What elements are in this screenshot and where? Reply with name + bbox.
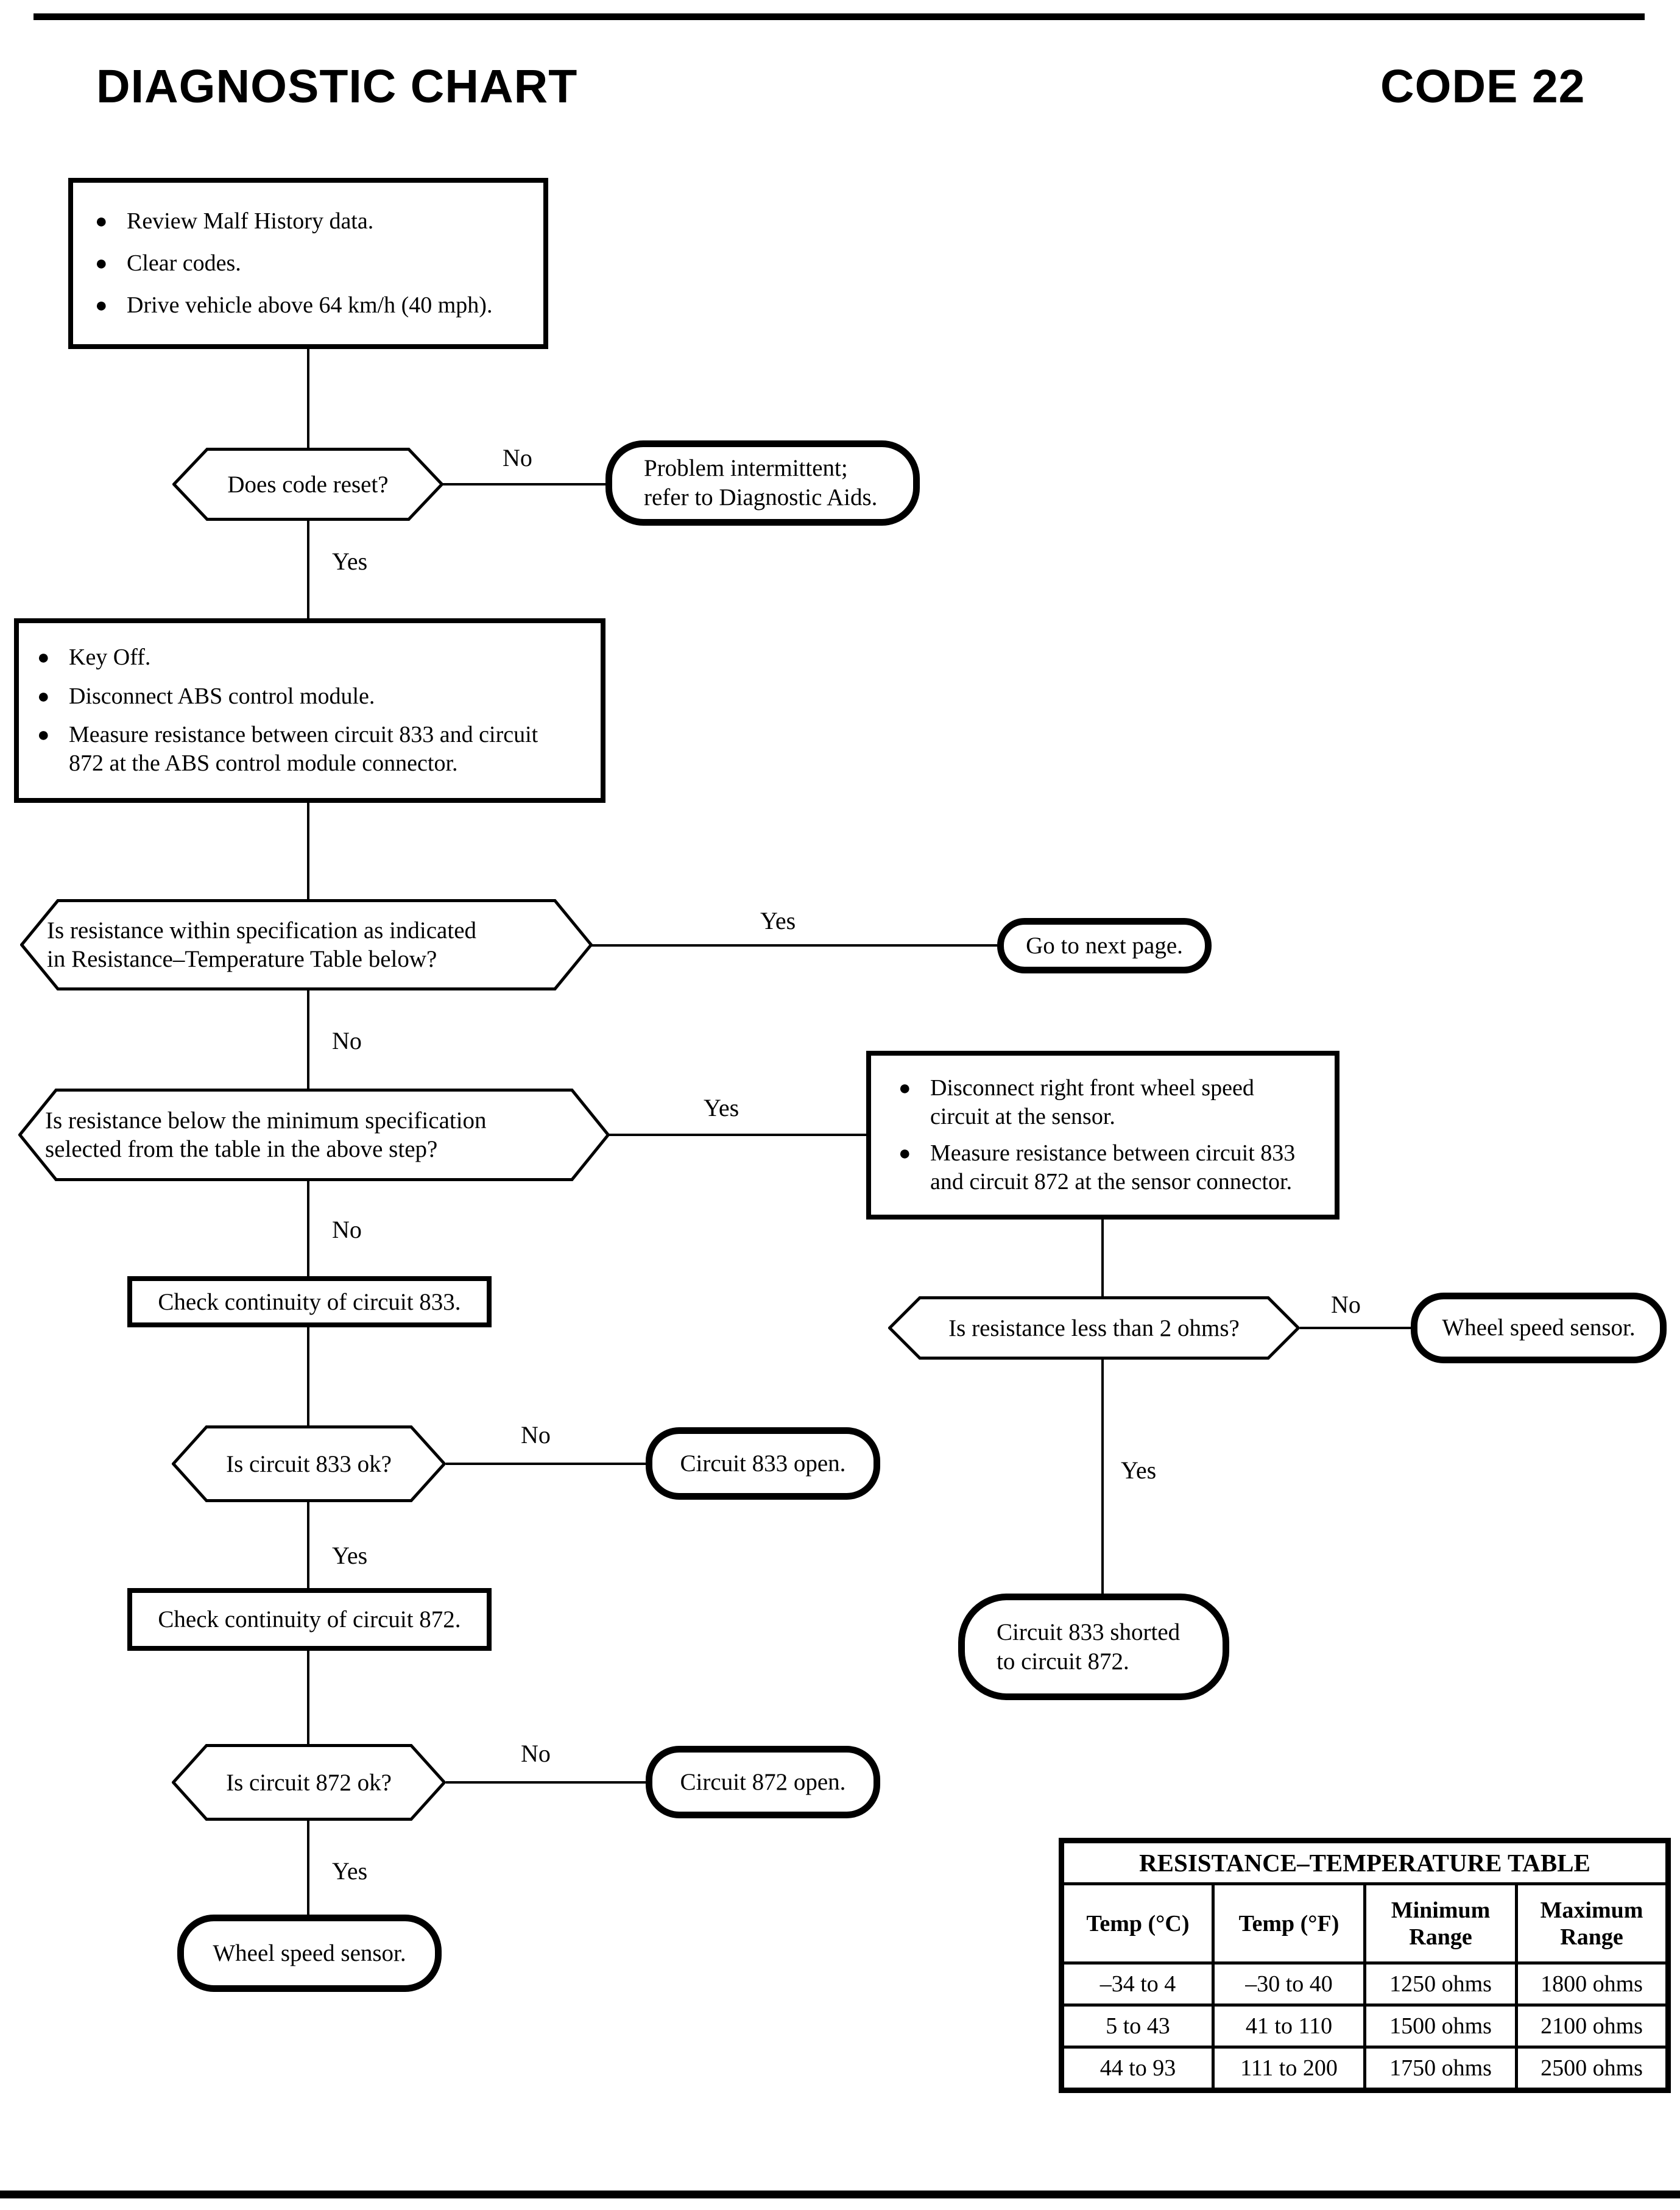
edge-reset-no — [442, 483, 605, 485]
edge-keyoff-to-withinspec — [307, 803, 309, 899]
table-cell: 111 to 200 — [1212, 2046, 1366, 2092]
decision-resistance-less-than-2-ohms: Is resistance less than 2 ohms? — [888, 1296, 1300, 1360]
edge-withinspec-no — [307, 990, 309, 1090]
table-header-temp-c: Temp (°C) — [1060, 1882, 1215, 1965]
edge-sensorbox-to-2ohms — [1101, 1220, 1104, 1297]
decision-does-code-reset: Does code reset? — [172, 448, 443, 521]
decision-circuit-833-ok: Is circuit 833 ok? — [172, 1425, 446, 1502]
bullet-icon: ● — [37, 724, 50, 747]
table-cell: 1750 ohms — [1363, 2046, 1518, 2092]
edge-label-no: No — [521, 1421, 551, 1449]
bullet-icon: ● — [95, 294, 108, 317]
edge-belowmin-no — [307, 1181, 309, 1277]
table-cell: 1800 ohms — [1515, 1961, 1670, 2007]
bullet-item: ●Clear codes. — [95, 249, 531, 278]
bottom-rule — [0, 2191, 1680, 2198]
hexagon-shape — [172, 1744, 446, 1821]
resistance-temperature-table: RESISTANCE–TEMPERATURE TABLE Temp (°C) T… — [1059, 1838, 1671, 2093]
edge-833ok-no — [446, 1463, 646, 1465]
bullet-icon: ● — [898, 1142, 911, 1165]
decision-resistance-below-minimum: Is resistance below the minimum specific… — [18, 1089, 610, 1181]
bullet-icon: ● — [898, 1076, 911, 1100]
hexagon-shape — [20, 899, 593, 990]
edge-label-yes: Yes — [1121, 1456, 1157, 1484]
table-header-temp-f: Temp (°F) — [1212, 1882, 1366, 1965]
table-cell: –30 to 40 — [1212, 1961, 1366, 2007]
bullet-item: ●Disconnect right front wheel speed circ… — [898, 1075, 1254, 1129]
edge-2ohms-no — [1300, 1327, 1411, 1329]
bullet-item: ●Drive vehicle above 64 km/h (40 mph). — [95, 291, 531, 320]
edge-check872-to-872ok — [307, 1651, 309, 1745]
hexagon-shape — [172, 1425, 446, 1502]
edge-label-no: No — [503, 444, 532, 471]
table-row: 5 to 43 41 to 110 1500 ohms 2100 ohms — [1060, 2003, 1670, 2049]
edge-label-no: No — [521, 1740, 551, 1767]
terminal-circuit-833-open: Circuit 833 open. — [646, 1427, 880, 1500]
edge-withinspec-yes — [591, 944, 997, 947]
table-title: RESISTANCE–TEMPERATURE TABLE — [1060, 1839, 1670, 1885]
edge-label-no: No — [1331, 1291, 1361, 1318]
action-key-off-box: ●Key Off. ●Disconnect ABS control module… — [14, 618, 605, 803]
decision-circuit-872-ok: Is circuit 872 ok? — [172, 1744, 446, 1821]
edge-2ohms-yes — [1101, 1360, 1104, 1595]
bullet-item: ●Measure resistance between circuit 833 … — [37, 722, 538, 777]
edge-reset-yes — [307, 521, 309, 620]
page-title: DIAGNOSTIC CHART — [96, 60, 578, 113]
terminal-wheel-speed-sensor-right: Wheel speed sensor. — [1411, 1293, 1667, 1363]
edge-label-yes: Yes — [760, 907, 796, 934]
table-cell: 1500 ohms — [1363, 2003, 1518, 2049]
table-cell: 2500 ohms — [1515, 2046, 1670, 2092]
page-code: CODE 22 — [1380, 60, 1586, 113]
decision-resistance-within-spec: Is resistance within specification as in… — [20, 899, 593, 990]
bullet-item: ●Measure resistance between circuit 833 … — [898, 1140, 1296, 1195]
bullet-item: ●Disconnect ABS control module. — [37, 682, 558, 711]
action-check-continuity-833: Check continuity of circuit 833. — [127, 1276, 492, 1327]
bullet-icon: ● — [37, 646, 50, 669]
table-header-maximum-range: Maximum Range — [1515, 1882, 1670, 1965]
hexagon-shape — [172, 448, 443, 521]
edge-833ok-yes — [307, 1502, 309, 1589]
table-row: 44 to 93 111 to 200 1750 ohms 2500 ohms — [1060, 2046, 1670, 2092]
terminal-circuit-872-open: Circuit 872 open. — [646, 1746, 880, 1818]
table-cell: 5 to 43 — [1060, 2003, 1215, 2049]
edge-start-to-reset — [307, 347, 309, 449]
terminal-problem-intermittent: Problem intermittent; refer to Diagnosti… — [605, 440, 920, 526]
edge-872ok-yes — [307, 1821, 309, 1916]
edge-872ok-no — [446, 1781, 646, 1784]
edge-label-yes: Yes — [704, 1094, 739, 1121]
table-cell: 41 to 110 — [1212, 2003, 1366, 2049]
action-check-continuity-872: Check continuity of circuit 872. — [127, 1588, 492, 1651]
hexagon-shape — [18, 1089, 610, 1181]
edge-belowmin-yes — [609, 1134, 866, 1136]
table-cell: 44 to 93 — [1060, 2046, 1215, 2092]
terminal-circuit-833-shorted: Circuit 833 shorted to circuit 872. — [958, 1594, 1229, 1700]
terminal-go-to-next-page: Go to next page. — [997, 918, 1212, 973]
bullet-icon: ● — [95, 210, 108, 233]
edge-label-yes: Yes — [332, 548, 368, 575]
edge-check833-to-833ok — [307, 1327, 309, 1427]
edge-label-yes: Yes — [332, 1542, 368, 1569]
bullet-item: ●Review Malf History data. — [95, 207, 531, 236]
table-cell: 1250 ohms — [1363, 1961, 1518, 2007]
start-box: ●Review Malf History data. ●Clear codes.… — [68, 178, 548, 349]
edge-label-no: No — [332, 1027, 362, 1054]
bullet-icon: ● — [95, 252, 108, 275]
table-cell: –34 to 4 — [1060, 1961, 1215, 2007]
edge-label-no: No — [332, 1216, 362, 1243]
top-rule — [34, 13, 1645, 20]
edge-label-yes: Yes — [332, 1857, 368, 1885]
table-cell: 2100 ohms — [1515, 2003, 1670, 2049]
hexagon-shape — [888, 1296, 1300, 1360]
action-disconnect-sensor-box: ●Disconnect right front wheel speed circ… — [866, 1051, 1339, 1220]
bullet-item: ●Key Off. — [37, 643, 558, 672]
table-header-minimum-range: Minimum Range — [1363, 1882, 1518, 1965]
bullet-icon: ● — [37, 685, 50, 708]
table-row: –34 to 4 –30 to 40 1250 ohms 1800 ohms — [1060, 1961, 1670, 2007]
terminal-wheel-speed-sensor-bottom: Wheel speed sensor. — [177, 1915, 442, 1992]
